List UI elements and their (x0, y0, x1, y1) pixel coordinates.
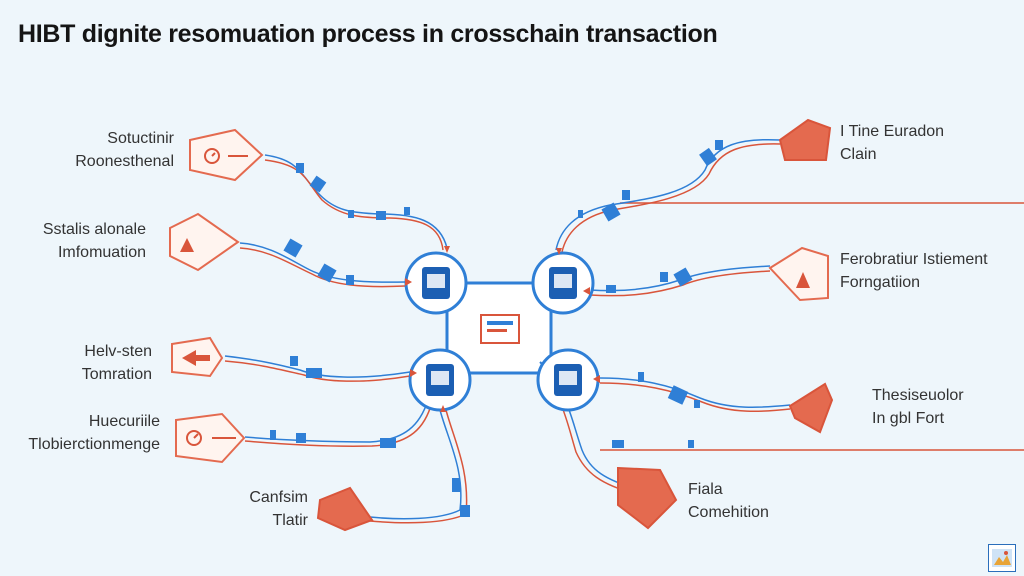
connector-block (699, 147, 717, 167)
wire (264, 154, 448, 249)
hub-node (404, 251, 468, 315)
wire (244, 401, 433, 447)
arrow-head (583, 287, 590, 295)
wire (369, 409, 468, 524)
corner-logo-icon (988, 544, 1016, 572)
shield-node (778, 118, 832, 161)
arrow-head (405, 278, 412, 286)
connector-block (460, 505, 470, 517)
wire (564, 399, 641, 491)
connector-block (688, 440, 694, 448)
connector-block (612, 440, 624, 448)
wire (561, 143, 781, 253)
connector-block (404, 207, 410, 215)
arrow-head (410, 369, 417, 377)
hub-node (531, 251, 595, 315)
wire (224, 355, 411, 378)
wire (244, 399, 429, 443)
shield-node (316, 486, 374, 532)
clock-icon (204, 148, 248, 164)
connector-block (715, 140, 723, 150)
connector-block (296, 163, 304, 173)
arrow-head (444, 246, 450, 253)
connector-block (380, 438, 396, 448)
shield-node (175, 412, 246, 464)
arrow-head (593, 375, 600, 383)
wire (239, 247, 406, 288)
connector-block (673, 267, 693, 287)
connector-block (601, 202, 621, 222)
wire (239, 242, 406, 283)
shield-node (189, 128, 264, 182)
connector-block (309, 175, 327, 193)
shield-node (617, 466, 678, 530)
shield-node (171, 336, 224, 378)
connector-block (346, 275, 354, 285)
arrow-head (556, 248, 562, 255)
hub-node (536, 348, 600, 412)
connector-block (290, 356, 298, 366)
wire (555, 138, 781, 251)
warning-icon (180, 238, 194, 252)
wire (599, 382, 791, 413)
shield-node (768, 246, 829, 302)
connector-block (376, 211, 386, 220)
connector-block (270, 430, 276, 440)
hub-node (408, 348, 472, 412)
wire (559, 401, 641, 496)
arrow-icon (182, 350, 210, 366)
connector-block (306, 368, 322, 378)
connector-block (452, 478, 460, 492)
connector-block (622, 190, 630, 200)
connector-block (694, 400, 700, 408)
envelope-icon (480, 314, 520, 344)
wire (224, 360, 411, 382)
connector-block (348, 210, 354, 218)
wire (369, 409, 462, 520)
connector-block (317, 263, 337, 283)
page-title: HIBT dignite resomuation process in cros… (18, 20, 718, 48)
shield-node (169, 212, 240, 272)
wire (599, 377, 791, 409)
connector-block (578, 210, 583, 218)
connector-block (667, 385, 689, 405)
warning-icon (796, 272, 810, 288)
wire (264, 159, 444, 251)
clock-icon (186, 430, 236, 446)
connector-block (283, 238, 303, 258)
connector-block (660, 272, 668, 282)
connector-block (638, 372, 644, 382)
shield-node (788, 382, 834, 434)
connector-block (606, 285, 616, 293)
arrow-head (440, 405, 446, 412)
connector-block (296, 433, 306, 443)
